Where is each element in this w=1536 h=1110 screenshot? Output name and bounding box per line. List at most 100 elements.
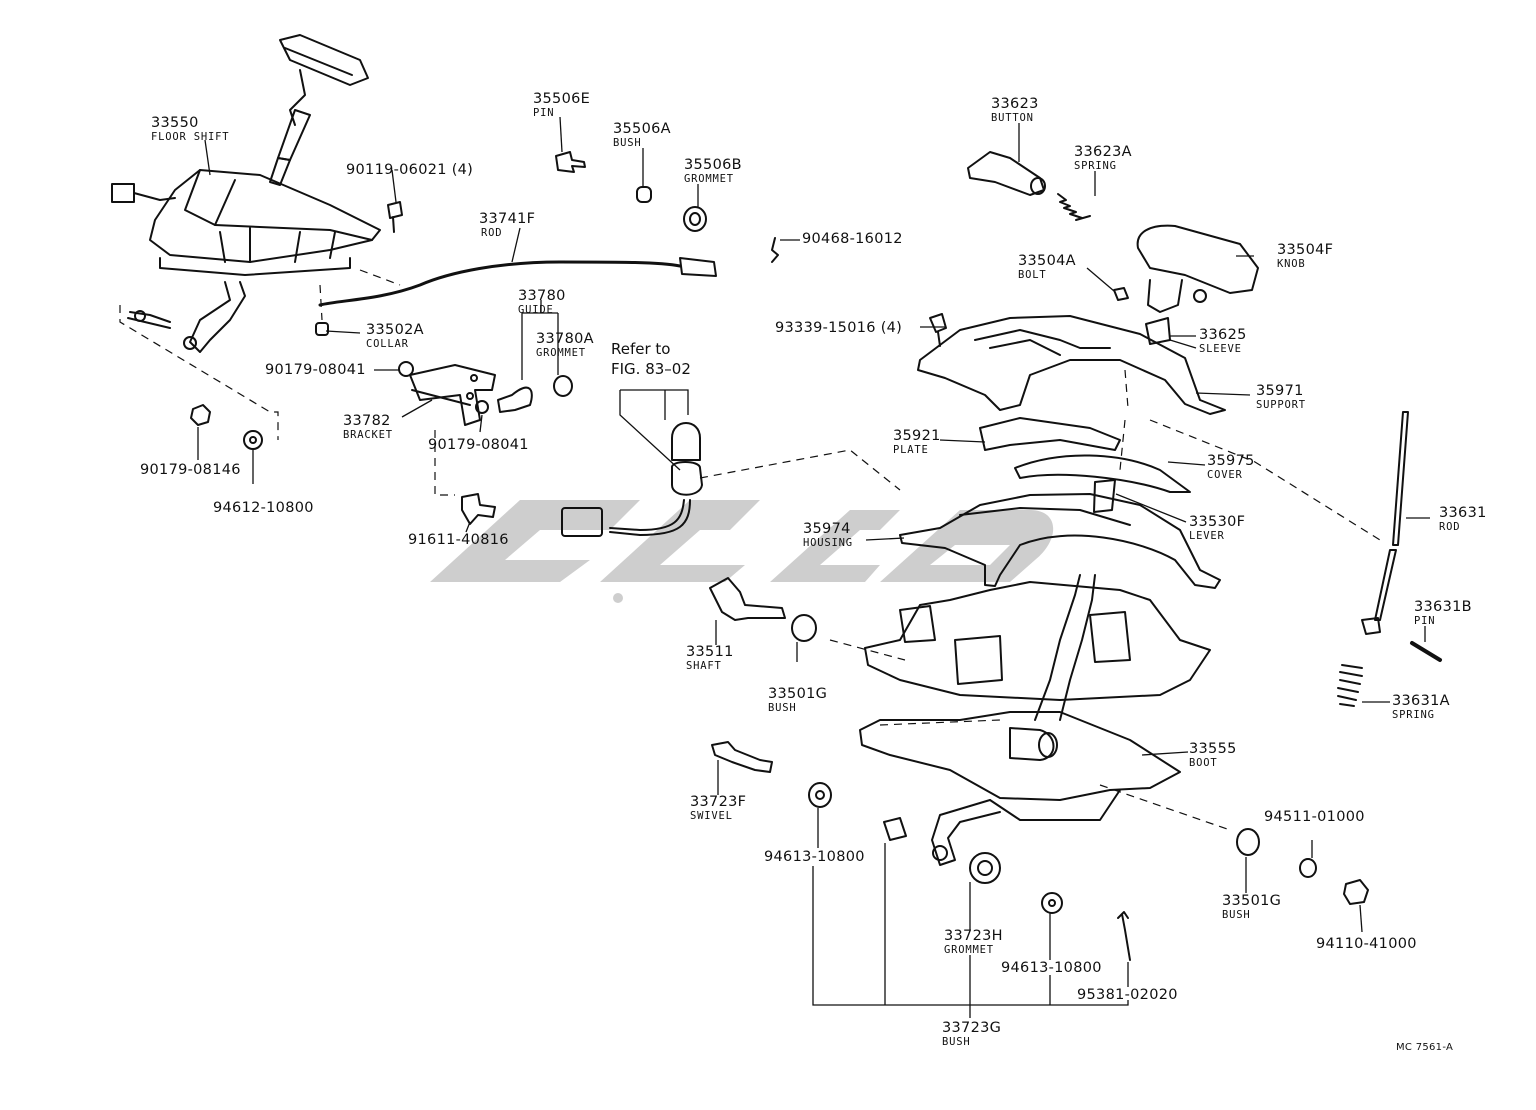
nut-90179-08041-a — [398, 361, 414, 377]
part-name: BRACKET — [343, 428, 393, 441]
part-name: SWIVEL — [690, 809, 733, 822]
label-90119-06021: 90119-06021 (4) — [346, 162, 474, 178]
part-name: PLATE — [893, 443, 929, 456]
label-33555: 33555 BOOT — [1189, 742, 1237, 768]
part-name: BOOT — [1189, 756, 1218, 769]
part-number: 33780 — [518, 288, 566, 304]
part-number: 33530F — [1189, 514, 1246, 530]
washer-94511 — [1299, 858, 1317, 878]
reference-line-2: FIG. 83–02 — [611, 360, 691, 378]
part-name: GROMMET — [684, 172, 734, 185]
part-number: 33555 — [1189, 741, 1237, 757]
label-90468-16012: 90468-16012 — [802, 231, 903, 247]
lever-33530f — [1093, 479, 1116, 513]
part-number: 33502A — [366, 322, 424, 338]
label-33723f: 33723F SWIVEL — [690, 795, 746, 821]
pin-35506e — [555, 151, 586, 173]
part-name: ROD — [1439, 520, 1461, 533]
bolt-91611 — [461, 493, 496, 525]
label-94511-01000: 94511-01000 — [1264, 809, 1365, 825]
support-35971 — [917, 315, 1226, 415]
label-33623a: 33623A SPRING — [1074, 145, 1132, 171]
bush-35506a — [636, 186, 652, 203]
part-number: 33625 — [1199, 327, 1247, 343]
label-33782: 33782 BRACKET — [343, 414, 393, 440]
part-name: PIN — [1414, 614, 1436, 627]
part-name: LEVER — [1189, 529, 1225, 542]
bracket-33782 — [409, 364, 496, 426]
label-90179-08041-b: 90179-08041 — [428, 437, 529, 453]
reference-line-1: Refer to — [611, 340, 671, 358]
part-number: 33511 — [686, 644, 734, 660]
guide-33780 — [497, 386, 533, 413]
label-35975: 35975 COVER — [1207, 454, 1255, 480]
label-35506b: 35506B GROMMET — [684, 158, 742, 184]
label-35921: 35921 PLATE — [893, 429, 941, 455]
label-33741f: 33741F ROD — [479, 212, 535, 238]
knob-33504f — [1136, 224, 1259, 313]
label-94612-10800: 94612-10800 — [213, 500, 314, 516]
bush-33501g-a — [791, 614, 817, 642]
washer-94613-a — [808, 782, 832, 808]
label-33501g-a: 33501G BUSH — [768, 687, 827, 713]
part-number: 35506E — [533, 91, 591, 107]
bolt-33504a — [1113, 287, 1129, 301]
part-number: 33550 — [151, 115, 199, 131]
part-name: BUSH — [1222, 908, 1251, 921]
part-number: 33741F — [479, 211, 536, 227]
part-name: SPRING — [1074, 159, 1117, 172]
part-number: 33631 — [1439, 505, 1487, 521]
bulb-assembly — [561, 422, 703, 537]
label-33501g-b: 33501G BUSH — [1222, 894, 1281, 920]
part-name: SPRING — [1392, 708, 1435, 721]
housing-35974 — [899, 493, 1221, 589]
label-35506e: 35506E PIN — [533, 92, 590, 118]
grommet-35506b — [683, 206, 707, 232]
part-number: 33504A — [1018, 253, 1076, 269]
part-number: 35506A — [613, 121, 671, 137]
label-33723h: 33723H GROMMET — [944, 929, 1003, 955]
reference-note: Refer to FIG. 83–02 — [611, 342, 691, 377]
part-number: 33723F — [690, 794, 747, 810]
label-90179-08146: 90179-08146 — [140, 462, 241, 478]
part-name: BUSH — [613, 136, 642, 149]
label-94613-10800-a: 94613-10800 — [764, 849, 865, 865]
part-name: KNOB — [1277, 257, 1306, 270]
part-number: 33780A — [536, 331, 594, 347]
nut-90179-08146 — [190, 404, 211, 426]
label-35974: 35974 HOUSING — [803, 522, 853, 548]
label-35506a: 35506A BUSH — [613, 122, 671, 148]
washer-94612 — [243, 430, 263, 450]
part-number: 33782 — [343, 413, 391, 429]
swivel-33723f — [711, 741, 773, 773]
part-name: SHAFT — [686, 659, 722, 672]
part-number: 33501G — [768, 686, 828, 702]
cover-35975 — [1014, 454, 1191, 493]
label-94613-10800-b: 94613-10800 — [1001, 960, 1102, 976]
label-33631b: 33631B PIN — [1414, 600, 1472, 626]
label-33631: 33631 ROD — [1439, 506, 1487, 532]
part-name: GUIDE — [518, 303, 554, 316]
label-35971: 35971 SUPPORT — [1256, 384, 1306, 410]
label-33780: 33780 GUIDE — [518, 289, 566, 315]
shaft-33511 — [709, 577, 786, 621]
rod-33631 — [1392, 411, 1409, 546]
label-33723g: 33723G BUSH — [942, 1021, 1001, 1047]
nut-90179-08041-b — [475, 400, 489, 414]
part-number: 35971 — [1256, 383, 1304, 399]
part-name: HOUSING — [803, 536, 853, 549]
nut-94110 — [1343, 879, 1369, 905]
rod-33741f — [318, 260, 682, 307]
part-number: 33631B — [1414, 599, 1472, 615]
part-number: 33723G — [942, 1020, 1002, 1036]
spring-33623a — [1057, 193, 1091, 221]
watermark-logo — [430, 500, 1054, 603]
label-90179-08041-a: 90179-08041 — [265, 362, 366, 378]
part-number: 33504F — [1277, 242, 1334, 258]
part-number: 35506B — [684, 157, 742, 173]
label-95381-02020: 95381-02020 — [1077, 987, 1178, 1003]
clip-90468 — [771, 237, 779, 263]
part-number: 33501G — [1222, 893, 1282, 909]
